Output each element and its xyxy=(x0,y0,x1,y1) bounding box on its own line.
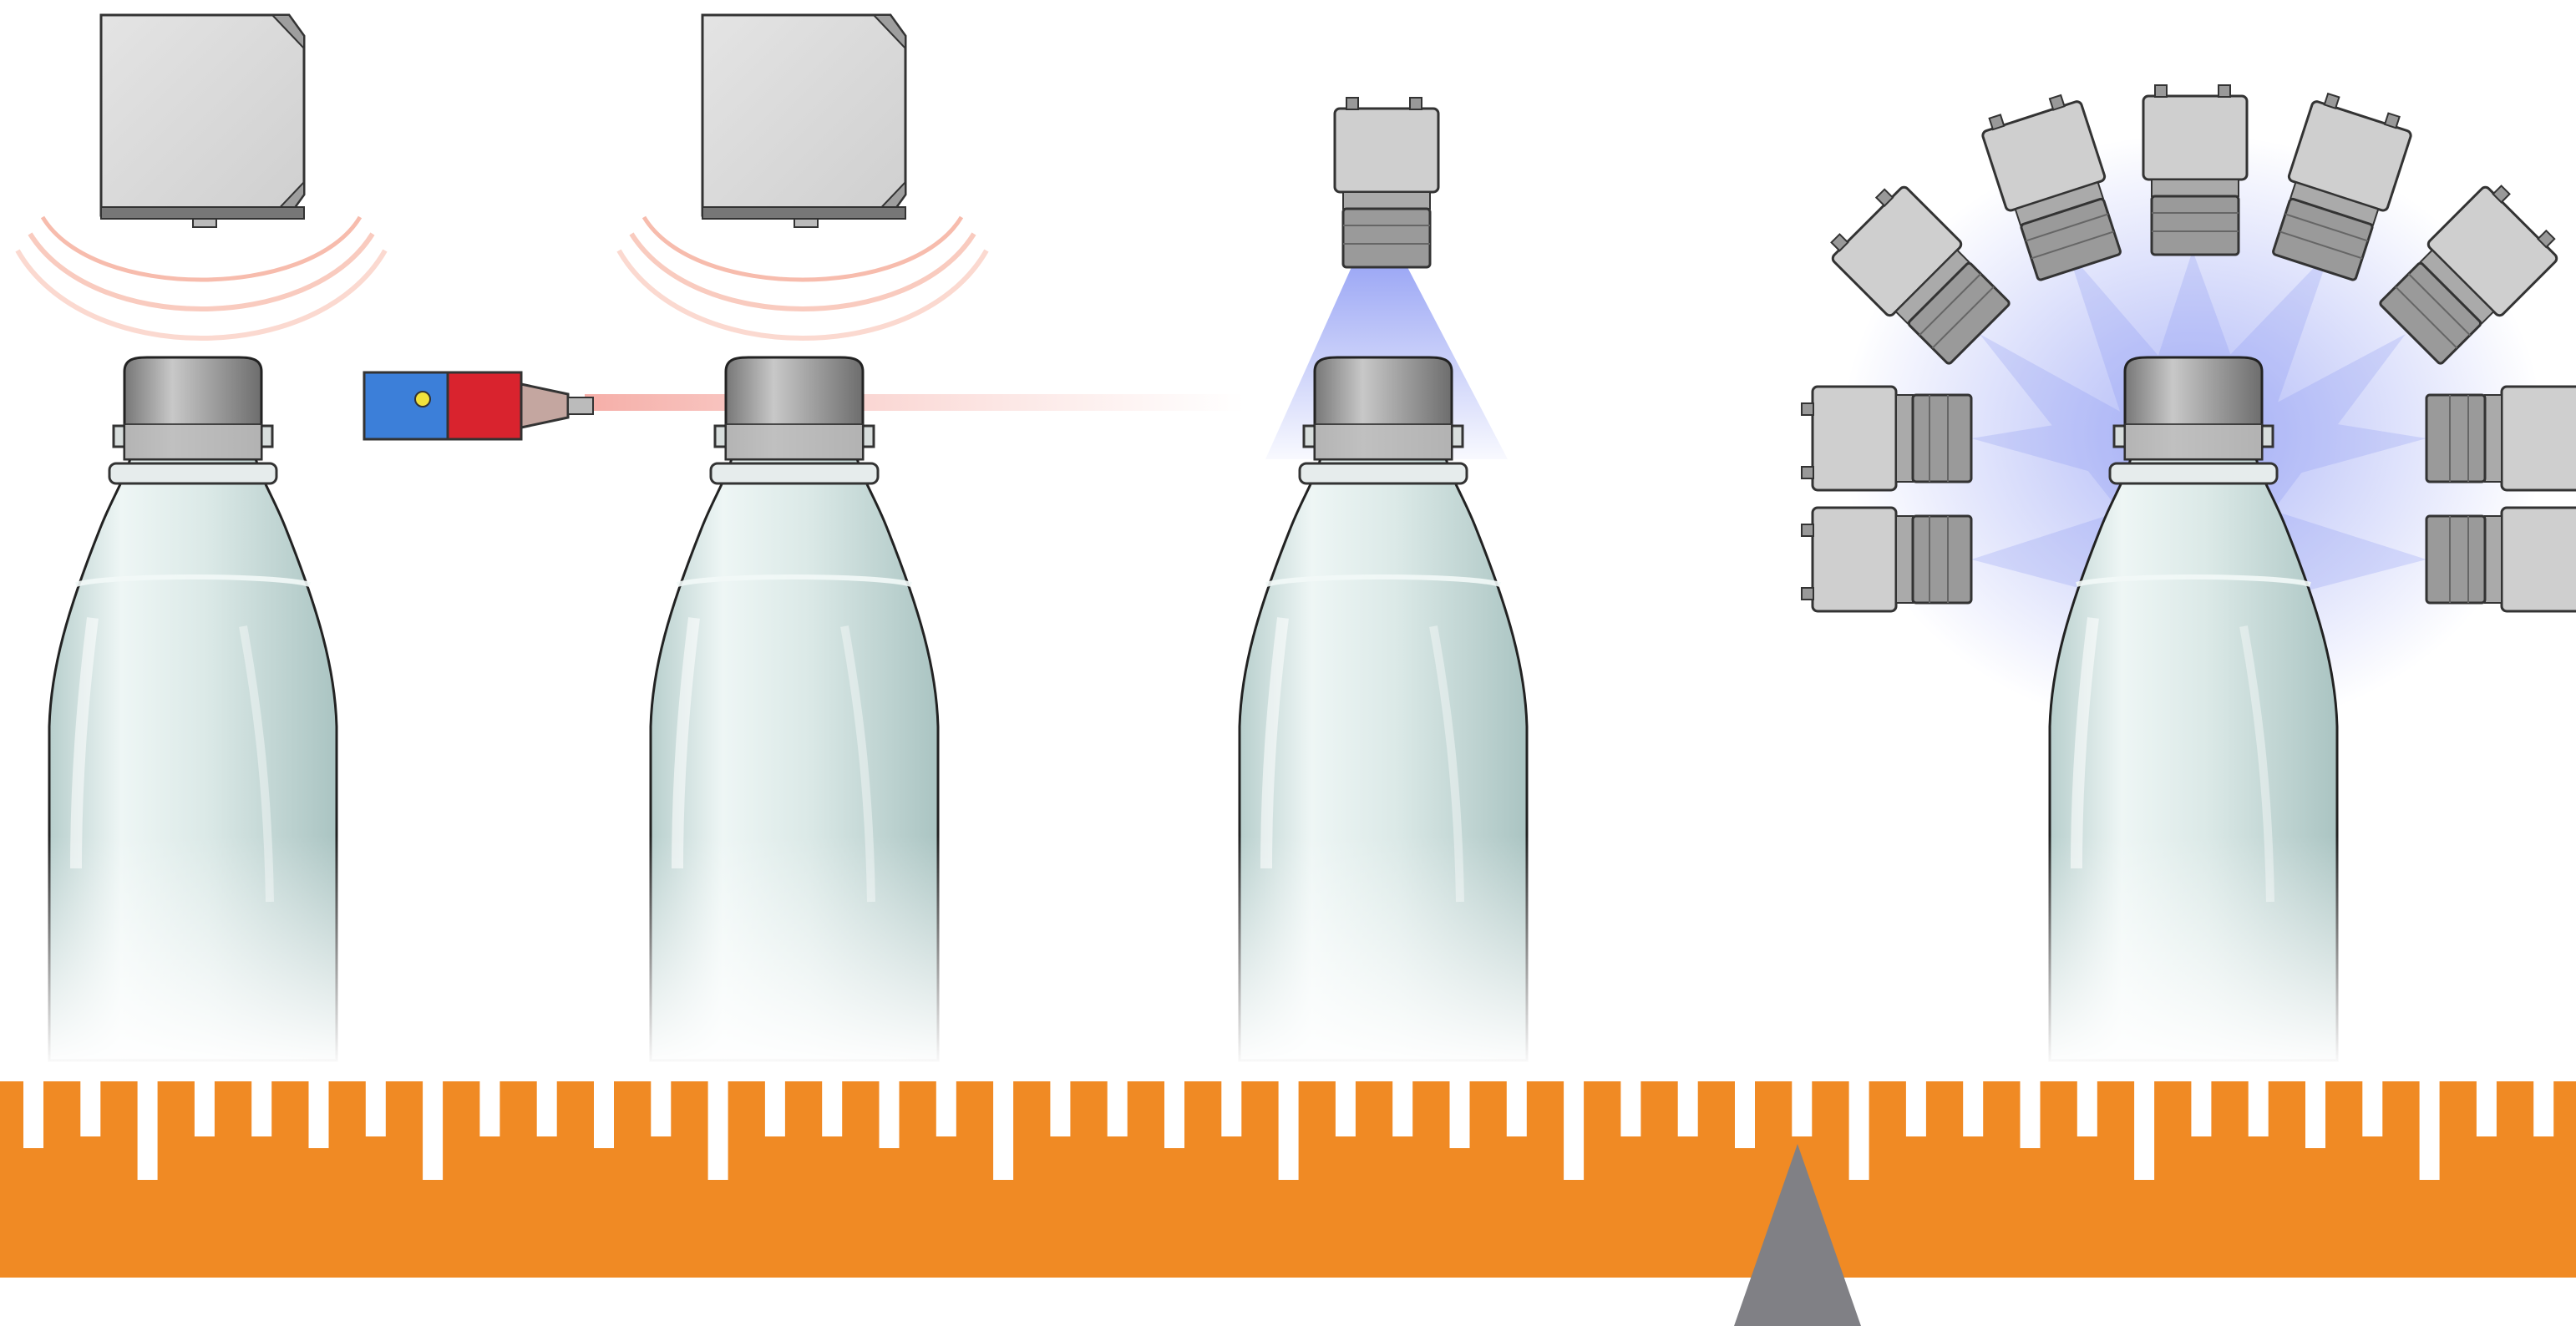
station-ultrasonic-sensor xyxy=(18,15,385,1069)
scale-tick xyxy=(2249,1081,2269,1136)
scale-tick xyxy=(2191,1081,2211,1136)
scale-tick xyxy=(2533,1081,2553,1136)
scale-tick xyxy=(765,1081,785,1136)
scale-tick xyxy=(651,1081,671,1136)
scale-tick xyxy=(537,1081,557,1136)
scale-tick xyxy=(2477,1081,2497,1136)
photoelectric-sensor-icon xyxy=(364,372,593,439)
scale-tick xyxy=(1050,1081,1070,1136)
scale-tick xyxy=(1450,1081,1470,1148)
scale-tick xyxy=(822,1081,842,1136)
scale-tick xyxy=(2021,1081,2041,1148)
scale-tick xyxy=(80,1081,100,1136)
scale-tick xyxy=(1279,1081,1299,1180)
scale-tick xyxy=(1336,1081,1356,1136)
scale-tick xyxy=(936,1081,956,1136)
bottle xyxy=(644,357,945,1069)
scale-tick xyxy=(1735,1081,1755,1148)
scale-tick xyxy=(251,1081,271,1136)
scale-tick xyxy=(23,1081,43,1148)
camera-icon xyxy=(1335,98,1438,267)
station-multi-camera-array xyxy=(1802,85,2576,1069)
station-ultrasonic-photoelectric xyxy=(364,15,1245,1069)
scale-tick xyxy=(1792,1081,1812,1136)
scale-tick xyxy=(195,1081,215,1136)
camera-icon xyxy=(2426,387,2576,490)
scale-tick xyxy=(1963,1081,1983,1136)
scale-tick xyxy=(2077,1081,2097,1136)
scale-tick xyxy=(1849,1081,1869,1180)
scale-tick xyxy=(2305,1081,2325,1148)
ultrasonic-wave-arcs xyxy=(18,217,385,338)
scale-tick xyxy=(138,1081,158,1180)
scale-tick xyxy=(479,1081,499,1136)
scale-tick xyxy=(1620,1081,1640,1136)
scale-tick xyxy=(594,1081,614,1148)
ultrasonic-wave-arcs xyxy=(619,217,986,338)
scale-tick xyxy=(1221,1081,1241,1136)
ultrasonic-sensor-icon xyxy=(101,15,304,227)
scale-tick xyxy=(2420,1081,2440,1180)
measuring-scale xyxy=(0,1081,2576,1326)
bottle xyxy=(1233,357,1534,1069)
scale-tick xyxy=(1108,1081,1128,1136)
scale-tick xyxy=(423,1081,443,1180)
camera-icon xyxy=(2143,85,2247,255)
ultrasonic-sensor-icon xyxy=(702,15,905,227)
scale-tick xyxy=(1564,1081,1584,1180)
scale-tick xyxy=(1906,1081,1926,1136)
scale-tick xyxy=(2362,1081,2382,1136)
scale-tick xyxy=(993,1081,1013,1180)
scale-tick xyxy=(880,1081,900,1148)
bottle xyxy=(43,357,343,1069)
camera-icon xyxy=(2426,508,2576,611)
scale-tick xyxy=(366,1081,386,1136)
station-single-camera xyxy=(1233,98,1534,1069)
scale-tick xyxy=(1164,1081,1184,1148)
scale-tick xyxy=(1392,1081,1412,1136)
scale-tick xyxy=(1507,1081,1527,1136)
scale-tick xyxy=(1678,1081,1698,1136)
camera-icon xyxy=(1802,387,1971,490)
laser-beam xyxy=(585,394,1245,411)
scale-tick xyxy=(2134,1081,2154,1180)
scale-tick xyxy=(309,1081,329,1148)
camera-icon xyxy=(1802,508,1971,611)
scale-tick xyxy=(708,1081,728,1180)
